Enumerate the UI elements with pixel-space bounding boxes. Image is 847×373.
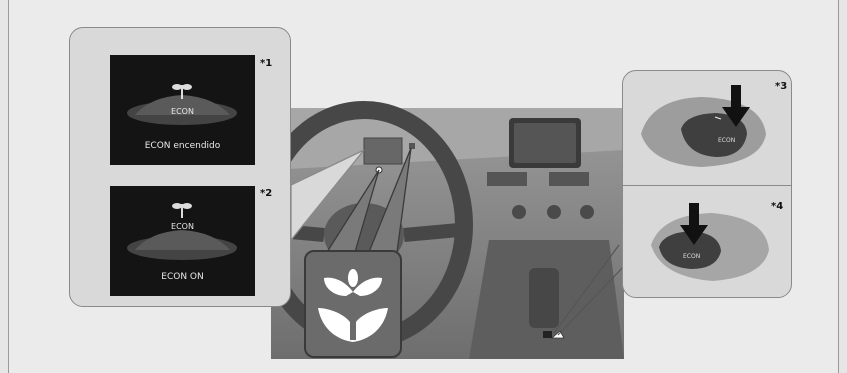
footnote-3: *3: [775, 81, 787, 92]
button-callout: ECON *3 ECON *4: [622, 70, 792, 298]
footnote-1: *1: [260, 58, 272, 69]
footnote-2: *2: [260, 188, 272, 199]
econ-caption-2: ECON ON: [110, 272, 255, 282]
econ-leaf-icon: [306, 252, 400, 356]
button-view-2: ECON: [631, 195, 771, 293]
callout-divider: [623, 185, 791, 186]
econ-label-2: ECON: [110, 222, 255, 231]
econ-screen-2: ECON ECON ON: [110, 186, 255, 296]
econ-indicator-enlarged: [304, 250, 402, 358]
econ-caption-1: ECON encendido: [110, 141, 255, 151]
econ-screen-1: ECON ECON encendido: [110, 55, 255, 165]
econ-leaf-icon: [172, 203, 192, 218]
down-arrow-icon: [721, 85, 751, 129]
econ-button-label-1: ECON: [718, 137, 735, 144]
figure-frame: ECON ECON encendido *1 ECON ECON ON *2: [8, 0, 839, 373]
down-arrow-icon: [679, 203, 709, 247]
footnote-4: *4: [771, 201, 783, 212]
display-callout: ECON ECON encendido *1 ECON ECON ON *2: [69, 27, 291, 307]
button-view-1: ECON: [631, 79, 771, 177]
econ-button-label-2: ECON: [683, 253, 700, 260]
econ-label-1: ECON: [110, 107, 255, 116]
